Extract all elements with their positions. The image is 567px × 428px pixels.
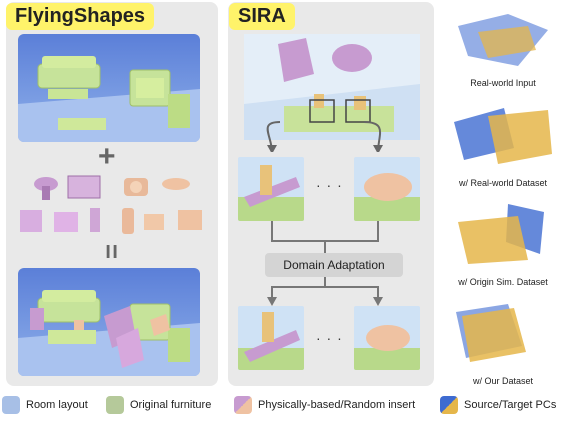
sira-top-arrows xyxy=(266,121,383,152)
caption-origin-sim-dataset: w/ Origin Sim. Dataset xyxy=(458,277,548,287)
legend-room-layout: Room layout xyxy=(2,392,88,418)
legend-swatch-original-furniture xyxy=(106,396,124,414)
crop-source-top xyxy=(238,157,304,221)
crop-target-bottom-drawing xyxy=(354,325,420,370)
sira-title: SIRA xyxy=(229,3,295,30)
legend-label-original-furniture: Original furniture xyxy=(130,399,212,411)
ellipsis-bottom: · · · xyxy=(316,330,343,346)
plus-sign: + xyxy=(98,140,116,173)
room-scene-original xyxy=(18,34,200,142)
ellipsis-top: · · · xyxy=(316,177,343,193)
sira-middle-connector xyxy=(271,221,379,253)
legend-source-target: Source/Target PCs xyxy=(440,392,556,418)
room-scene-original-drawing xyxy=(18,56,200,142)
equals-sign: = xyxy=(97,243,128,260)
legend-swatch-room-layout xyxy=(2,396,20,414)
caption-our-dataset: w/ Our Dataset xyxy=(472,376,534,386)
pc-origin-sim-dataset xyxy=(448,198,558,272)
legend-swatch-source-target xyxy=(440,396,458,414)
crop-target-bottom xyxy=(354,306,420,370)
pc-our-dataset-drawing xyxy=(456,304,526,362)
room-scene-augmented-drawing xyxy=(18,290,200,376)
caption-real-world-dataset: w/ Real-world Dataset xyxy=(458,178,548,188)
crop-source-bottom xyxy=(238,306,304,370)
legend-label-insert: Physically-based/Random insert xyxy=(258,399,416,411)
legend-original-furniture: Original furniture xyxy=(106,392,211,418)
pc-real-world-dataset-drawing xyxy=(454,108,552,164)
crop-target-top xyxy=(354,157,420,221)
flyingshapes-title: FlyingShapes xyxy=(6,3,155,30)
legend-insert: Physically-based/Random insert xyxy=(234,392,415,418)
crop-source-top-drawing xyxy=(238,165,304,221)
crop-target-top-drawing xyxy=(354,173,420,221)
pc-our-dataset xyxy=(448,296,558,370)
insert-objects-icons xyxy=(20,175,202,234)
legend-swatch-insert xyxy=(234,396,252,414)
sira-input-pointcloud-drawing xyxy=(244,34,420,140)
sira-bottom-arrows xyxy=(267,277,383,306)
caption-real-world-input: Real-world Input xyxy=(470,78,536,88)
pc-real-world-input xyxy=(448,6,558,76)
pc-real-world-dataset xyxy=(448,98,558,172)
pc-origin-sim-dataset-drawing xyxy=(458,204,544,264)
pc-real-world-input-drawing xyxy=(458,14,548,66)
domain-adaptation-box: Domain Adaptation xyxy=(265,253,403,277)
legend-label-source-target: Source/Target PCs xyxy=(464,399,557,411)
crop-source-bottom-drawing xyxy=(238,312,304,370)
room-scene-augmented xyxy=(18,268,200,376)
legend-label-room-layout: Room layout xyxy=(26,399,88,411)
